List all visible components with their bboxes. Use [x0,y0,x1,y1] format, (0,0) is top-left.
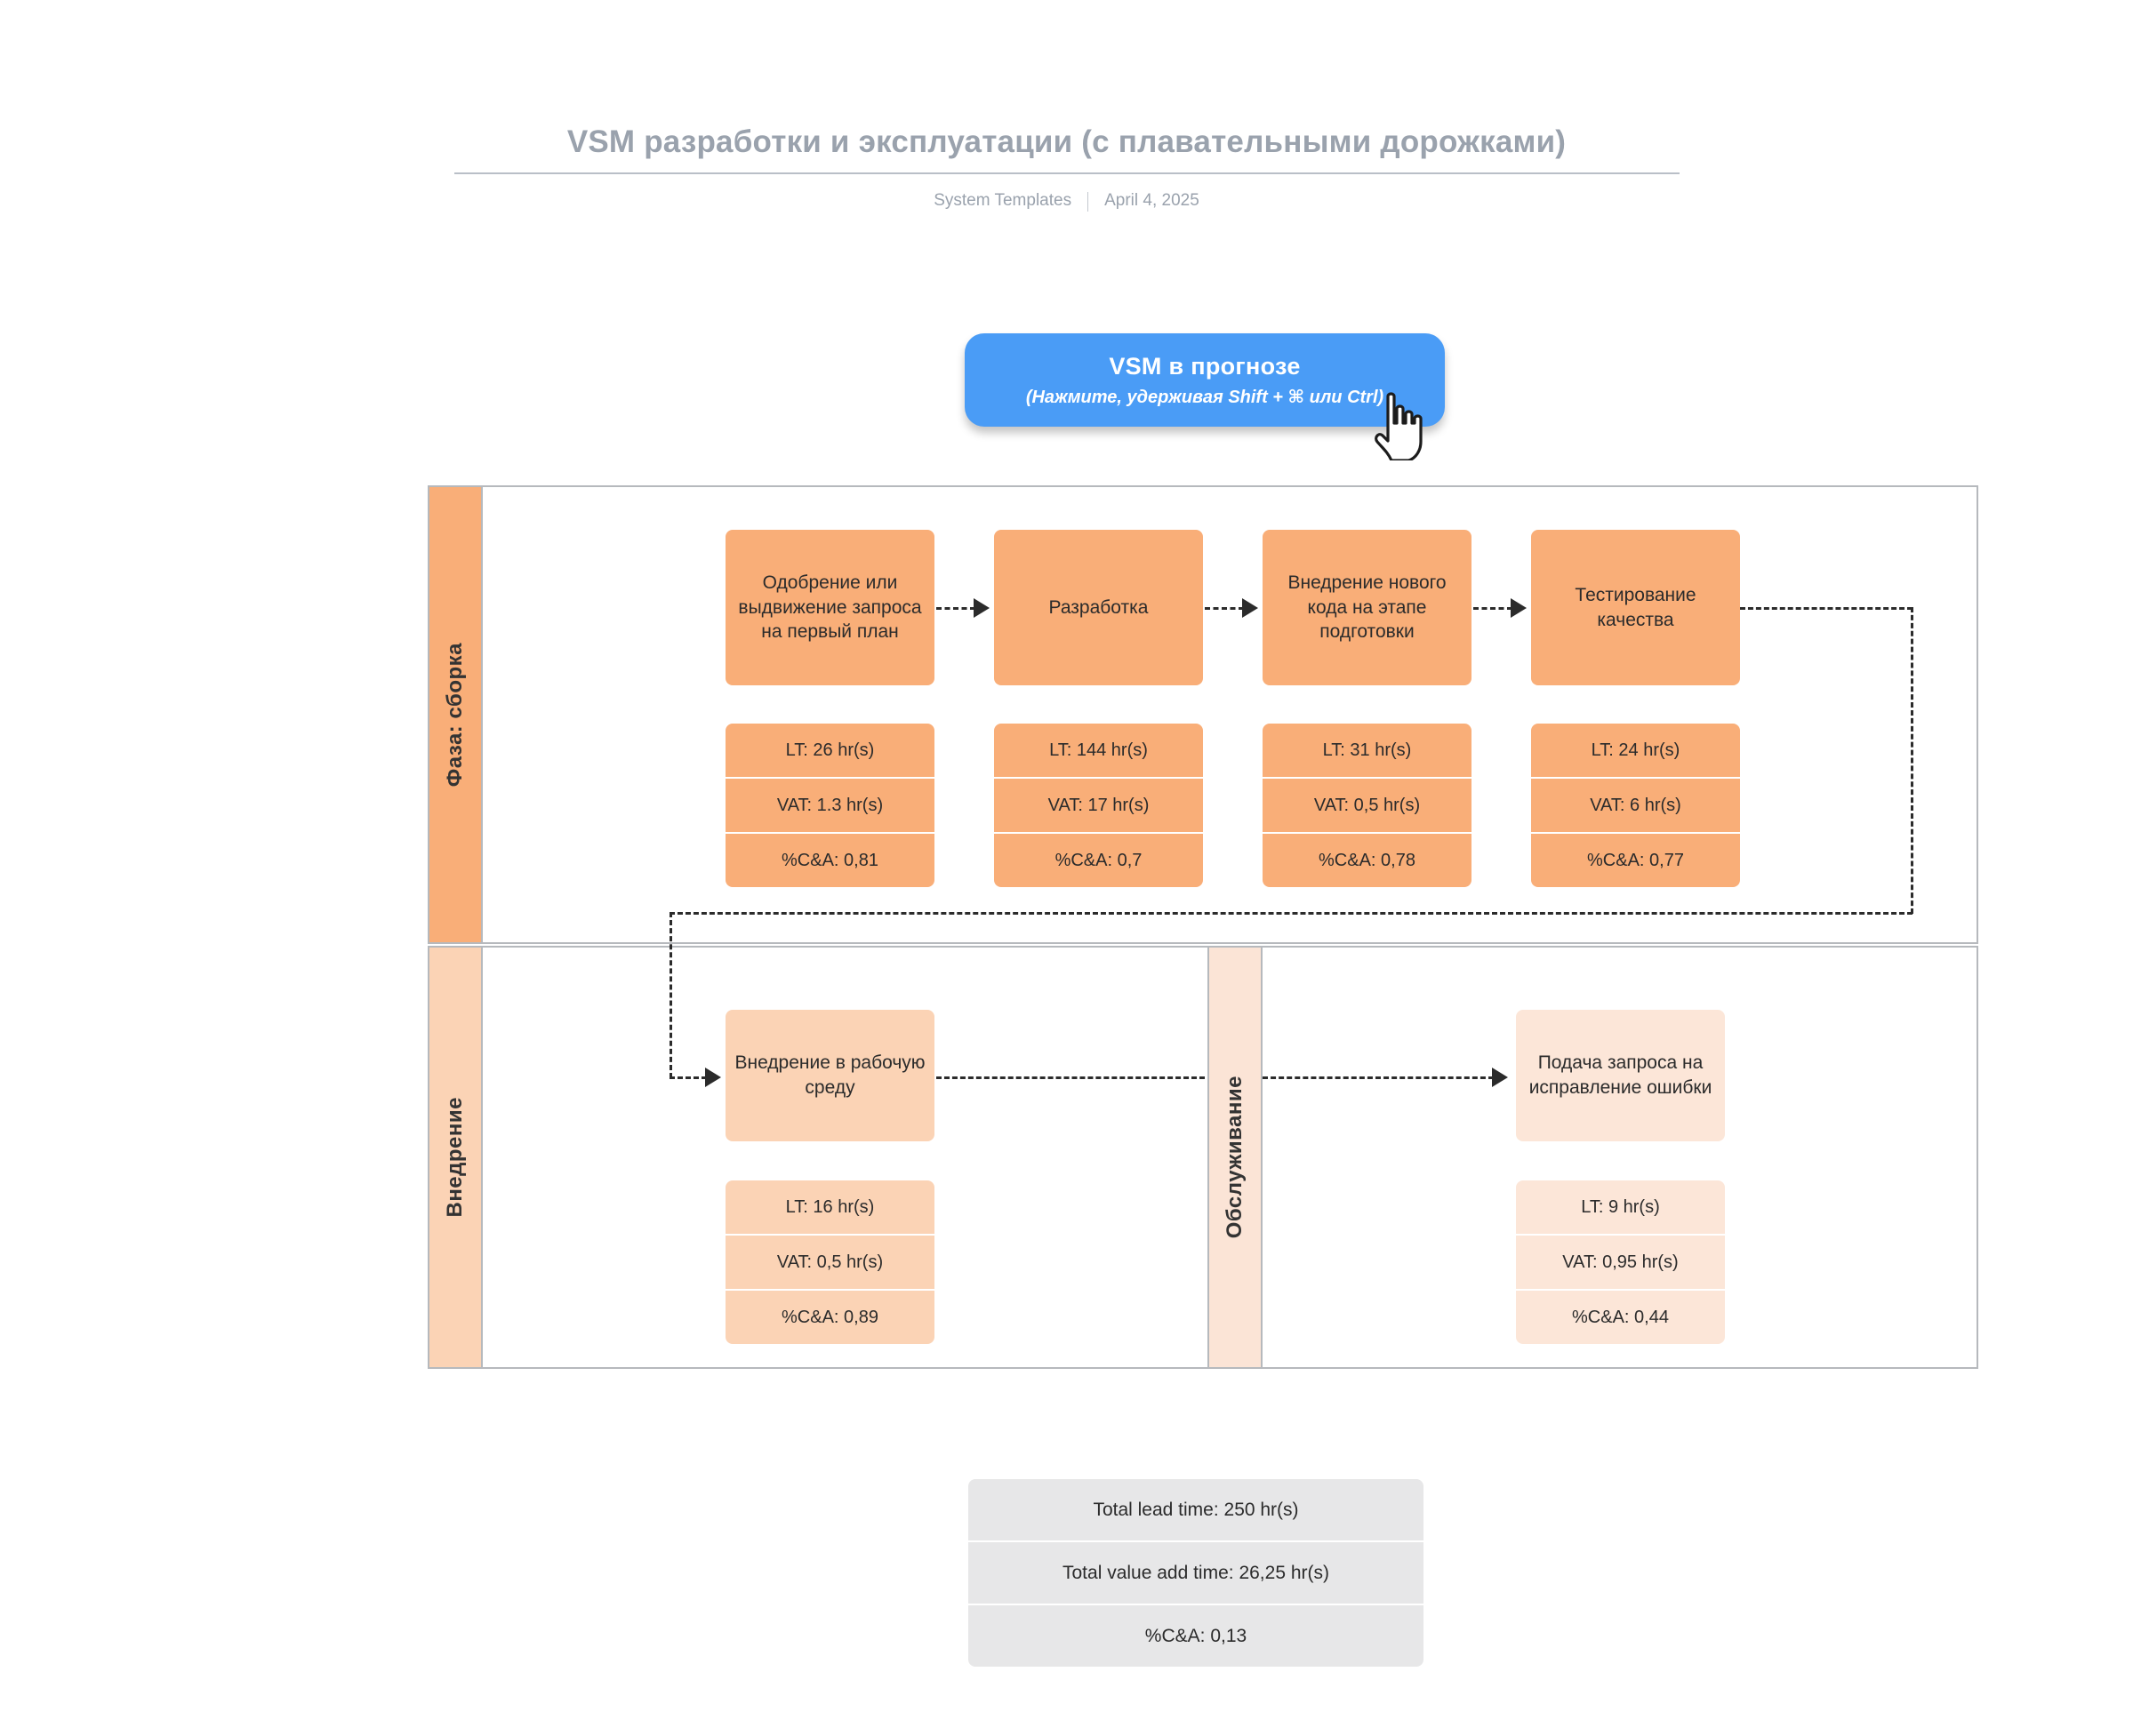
pointing-hand-cursor-icon [1375,392,1423,460]
swimlane-label-build: Фаза: сборка [443,642,467,788]
metric-value-add: VAT: 1.3 hr(s) [726,777,934,832]
process-box-label: Разработка [1048,596,1149,618]
page-title: VSM разработки и эксплуатации (с плавате… [566,124,1567,159]
process-box-label: Одобрение или выдвижение запроса на перв… [738,572,922,643]
metric-complete-accurate: %C&A: 0,44 [1516,1289,1725,1344]
metric-value-add: VAT: 0,5 hr(s) [726,1234,934,1289]
process-box-approval[interactable]: Одобрение или выдвижение запроса на перв… [726,530,934,685]
total-value-add-time: Total value add time: 26,25 hr(s) [968,1540,1423,1604]
metric-complete-accurate: %C&A: 0,81 [726,832,934,887]
metric-complete-accurate: %C&A: 0,89 [726,1289,934,1344]
swimlane-header-maintenance: Обслуживание [1207,948,1263,1367]
page-header: VSM разработки и эксплуатации (с плавате… [0,124,2133,212]
metric-lead-time: LT: 24 hr(s) [1531,724,1740,777]
metric-value-add: VAT: 17 hr(s) [994,777,1203,832]
process-box-label: Тестирование качества [1575,584,1696,630]
total-complete-accurate: %C&A: 0,13 [968,1604,1423,1667]
document-date: April 4, 2025 [1104,191,1199,210]
process-box-label: Внедрение нового кода на этапе подготовк… [1287,572,1447,643]
metric-lead-time: LT: 16 hr(s) [726,1180,934,1234]
subline-separator [1087,192,1089,212]
process-box-staging-deploy[interactable]: Внедрение нового кода на этапе подготовк… [1263,530,1471,685]
metrics-approval: LT: 26 hr(s) VAT: 1.3 hr(s) %C&A: 0,81 [726,724,934,887]
process-box-label: Внедрение в рабочую среду [734,1052,926,1098]
process-box-development[interactable]: Разработка [994,530,1203,685]
title-divider [453,172,1680,174]
metrics-staging-deploy: LT: 31 hr(s) VAT: 0,5 hr(s) %C&A: 0,78 [1263,724,1471,887]
metrics-bug-request: LT: 9 hr(s) VAT: 0,95 hr(s) %C&A: 0,44 [1516,1180,1725,1344]
swimlane-build: Фаза: сборка [428,485,1978,944]
metrics-qa-testing: LT: 24 hr(s) VAT: 6 hr(s) %C&A: 0,77 [1531,724,1740,887]
tooltip-subtitle: (Нажмите, удерживая Shift + ⌘ или Ctrl) [1025,387,1384,407]
header-subline: System Templates April 4, 2025 [0,191,2133,212]
metrics-production-deploy: LT: 16 hr(s) VAT: 0,5 hr(s) %C&A: 0,89 [726,1180,934,1344]
summary-totals: Total lead time: 250 hr(s) Total value a… [968,1479,1423,1667]
metric-value-add: VAT: 0,95 hr(s) [1516,1234,1725,1289]
metric-value-add: VAT: 6 hr(s) [1531,777,1740,832]
swimlane-label-maintenance: Обслуживание [1223,1076,1247,1239]
metric-lead-time: LT: 144 hr(s) [994,724,1203,777]
swimlane-diagram: Фаза: сборка Внедрение Обслуживание Одоб… [428,485,1978,1369]
metric-lead-time: LT: 31 hr(s) [1263,724,1471,777]
total-lead-time: Total lead time: 250 hr(s) [968,1479,1423,1540]
metric-lead-time: LT: 9 hr(s) [1516,1180,1725,1234]
metric-complete-accurate: %C&A: 0,78 [1263,832,1471,887]
process-box-bug-request[interactable]: Подача запроса на исправление ошибки [1516,1010,1725,1141]
metric-complete-accurate: %C&A: 0,7 [994,832,1203,887]
swimlane-label-deploy: Внедрение [443,1097,467,1218]
vsm-forecast-button[interactable]: VSM в прогнозе (Нажмите, удерживая Shift… [965,333,1445,427]
metric-complete-accurate: %C&A: 0,77 [1531,832,1740,887]
metrics-development: LT: 144 hr(s) VAT: 17 hr(s) %C&A: 0,7 [994,724,1203,887]
process-box-label: Подача запроса на исправление ошибки [1528,1052,1712,1098]
process-box-qa-testing[interactable]: Тестирование качества [1531,530,1740,685]
swimlane-deploy: Внедрение Обслуживание [428,946,1978,1369]
tooltip-title: VSM в прогнозе [1109,352,1301,380]
metric-value-add: VAT: 0,5 hr(s) [1263,777,1471,832]
process-box-production-deploy[interactable]: Внедрение в рабочую среду [726,1010,934,1141]
swimlane-header-deploy: Внедрение [429,948,483,1367]
template-source: System Templates [934,191,1072,210]
metric-lead-time: LT: 26 hr(s) [726,724,934,777]
swimlane-header-build: Фаза: сборка [429,487,483,942]
